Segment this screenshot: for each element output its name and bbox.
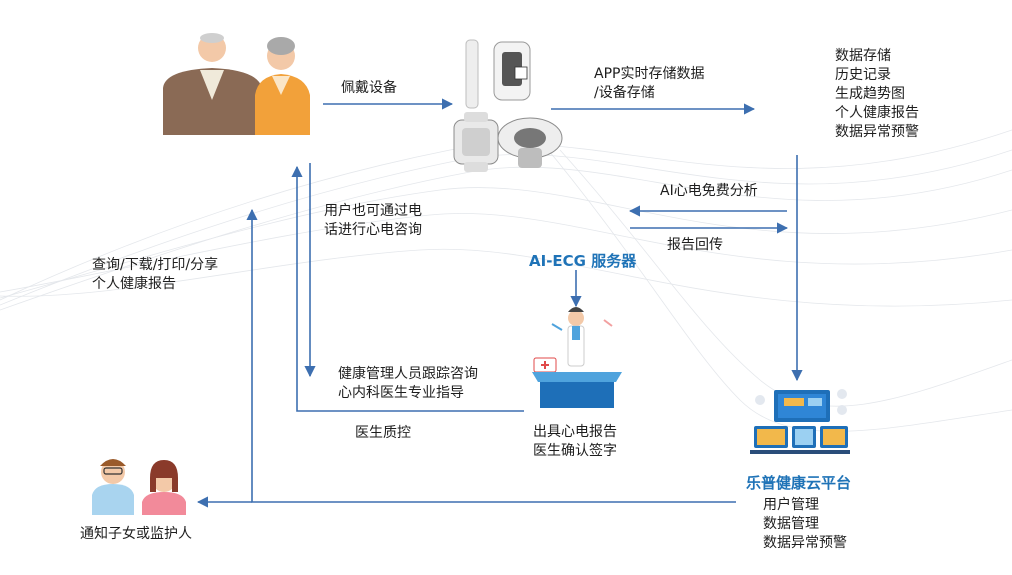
app-storage-label: APP实时存储数据 /设备存储 xyxy=(594,66,705,101)
flow-arrows xyxy=(196,98,803,508)
wearable-devices-icon xyxy=(453,39,563,172)
notify-family-label: 通知子女或监护人 xyxy=(80,526,192,542)
family-icon xyxy=(92,459,186,515)
doctor-icon xyxy=(532,307,622,408)
elderly-couple-icon xyxy=(163,33,310,135)
cloud-monitor-icon xyxy=(750,389,850,454)
issue-report-label: 出具心电报告 医生确认签字 xyxy=(533,424,617,459)
data-functions-label: 数据存储 历史记录 生成趋势图 个人健康报告 数据异常预警 xyxy=(835,48,919,140)
arrow-notify-family xyxy=(246,208,736,503)
ai-analysis-label: AI心电免费分析 xyxy=(660,183,758,199)
phone-consult-label: 用户也可通过电 话进行心电咨询 xyxy=(324,203,422,238)
wear-device-label: 佩戴设备 xyxy=(341,80,397,96)
doctor-qc-label: 医生质控 xyxy=(355,425,411,441)
query-report-label: 查询/下载/打印/分享 个人健康报告 xyxy=(92,257,219,292)
health-tracking-label: 健康管理人员跟踪咨询 心内科医生专业指导 xyxy=(338,366,478,401)
cloud-platform-title: 乐普健康云平台 xyxy=(746,474,852,492)
platform-functions-label: 用户管理 数据管理 数据异常预警 xyxy=(763,497,847,551)
ai-ecg-server-title: AI-ECG 服务器 xyxy=(529,252,637,270)
arrow-doctor-qc xyxy=(291,165,524,412)
report-return-label: 报告回传 xyxy=(667,237,723,253)
